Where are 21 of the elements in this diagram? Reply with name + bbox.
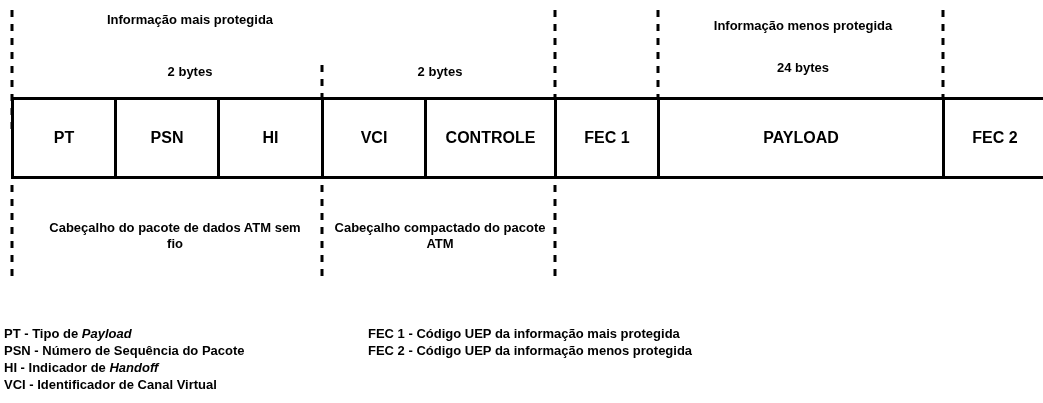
key-entry: FEC 1 - Código UEP da informação mais protegida bbox=[368, 326, 680, 342]
key-entry: PT - Tipo de Payload bbox=[4, 326, 132, 342]
section-label: Informação mais protegida bbox=[105, 12, 275, 28]
field-cell: VCI bbox=[321, 97, 427, 179]
section-label: Informação menos protegida bbox=[712, 18, 894, 34]
byte-count-label: 2 bytes bbox=[416, 64, 464, 80]
byte-count-label: 24 bytes bbox=[775, 60, 830, 76]
field-cell: PAYLOAD bbox=[657, 97, 945, 179]
key-entry: PSN - Número de Sequência do Pacote bbox=[4, 343, 245, 359]
field-cell: HI bbox=[217, 97, 324, 179]
field-cell: FEC 1 bbox=[554, 97, 660, 179]
field-cell: FEC 2 bbox=[942, 97, 1043, 179]
field-cell: CONTROLE bbox=[424, 97, 557, 179]
section-label: Cabeçalho compactado do pacote ATM bbox=[333, 220, 547, 252]
field-cell: PSN bbox=[114, 97, 220, 179]
section-label: Cabeçalho do pacote de dados ATM sem fio bbox=[48, 220, 302, 252]
key-entry: FEC 2 - Código UEP da informação menos protegida bbox=[368, 343, 693, 359]
field-cell: PT bbox=[11, 97, 117, 179]
key-entry: VCI - Identificador de Canal Virtual bbox=[4, 377, 217, 393]
byte-count-label: 2 bytes bbox=[166, 64, 214, 80]
key-entry: HI - Indicador de Handoff bbox=[4, 360, 159, 376]
